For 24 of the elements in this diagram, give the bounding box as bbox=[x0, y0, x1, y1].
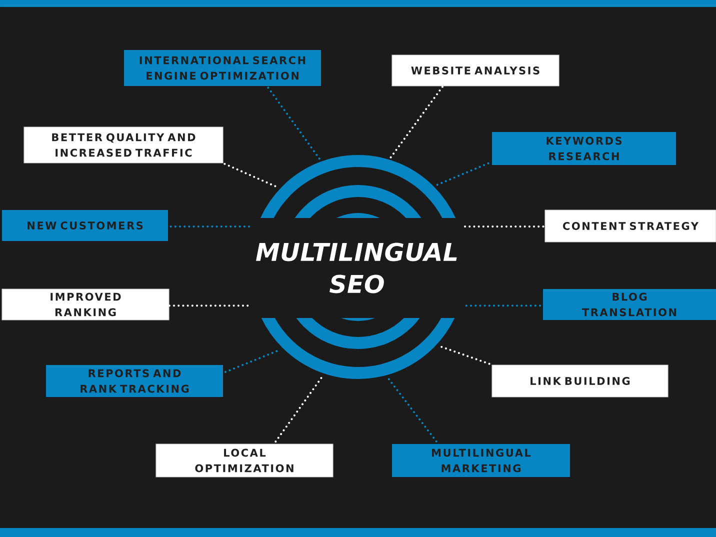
topic-box: LOCAL OPTIMIZATION bbox=[156, 444, 334, 478]
topic-box: KEYWORDS RESEARCH bbox=[492, 132, 676, 165]
topic-box: LINK BUILDING bbox=[492, 364, 668, 398]
dotted-line bbox=[390, 85, 444, 158]
topic-box: BLOG TRANSLATION bbox=[543, 289, 716, 320]
concentric-rings: MULTILINGUAL SEO bbox=[251, 155, 465, 379]
dotted-line bbox=[465, 304, 544, 307]
topic-box: NEW CUSTOMERS bbox=[2, 210, 168, 241]
topic-box: WEBSITE ANALYSIS bbox=[392, 54, 560, 86]
dotted-line bbox=[168, 304, 249, 307]
topic-box: MULTILINGUAL MARKETING bbox=[392, 444, 570, 477]
topic-box: INTERNATIONAL SEARCH ENGINE OPTIMIZATION bbox=[124, 50, 321, 86]
dotted-line bbox=[464, 225, 546, 228]
topic-box: CONTENT STRATEGY bbox=[544, 210, 716, 242]
dotted-line bbox=[167, 225, 250, 228]
dotted-line bbox=[266, 85, 320, 160]
topic-box: BETTER QUALITY AND INCREASED TRAFFIC bbox=[24, 126, 224, 164]
dotted-line bbox=[440, 346, 493, 366]
topic-box: REPORTS AND RANK TRACKING bbox=[46, 365, 223, 397]
dotted-line bbox=[222, 350, 278, 374]
topic-box: IMPROVED RANKING bbox=[2, 288, 170, 320]
dotted-line bbox=[388, 378, 440, 445]
dotted-line bbox=[273, 376, 322, 445]
dotted-line bbox=[222, 162, 276, 188]
